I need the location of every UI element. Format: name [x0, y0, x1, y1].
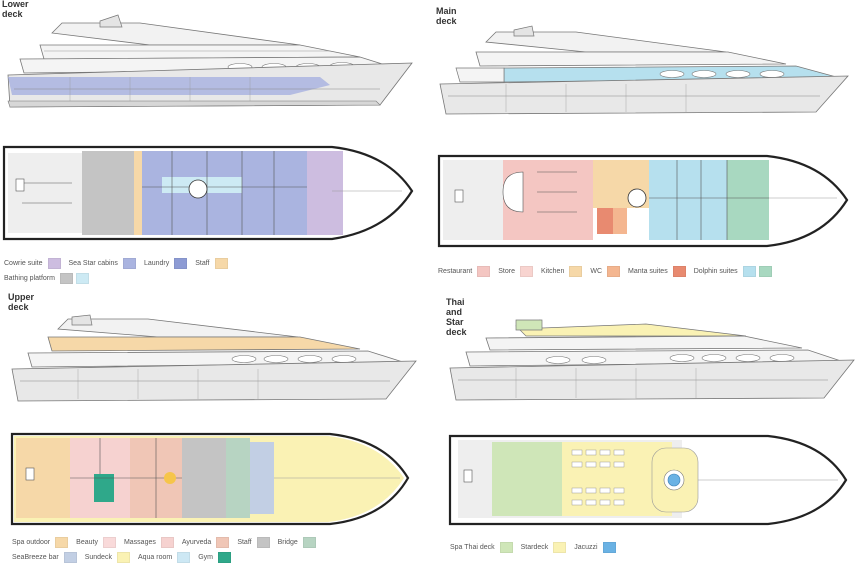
legend-item: SeaBreeze bar — [12, 552, 77, 563]
legend-swatch — [160, 537, 174, 548]
deck-title: Lower deck — [2, 0, 29, 19]
legend-swatch — [63, 552, 77, 563]
legend-swatch — [742, 266, 756, 277]
legend-swatch — [477, 266, 491, 277]
legend-swatch — [75, 273, 89, 284]
legend-swatch — [217, 552, 231, 563]
legend-swatch — [499, 542, 513, 553]
legend-item: Jacuzzi — [574, 542, 616, 553]
deck-title: Thai and Star deck — [446, 297, 467, 337]
legend-swatch — [602, 542, 616, 553]
legend-item: Aqua room — [138, 552, 191, 563]
legend-item: Staff — [237, 537, 270, 548]
legend-item: Massages — [124, 537, 174, 548]
legend-swatch — [672, 266, 686, 277]
ship-side-view — [7, 14, 413, 108]
deck-plan — [10, 432, 410, 526]
legend-item: Kitchen — [541, 266, 583, 277]
legend: Spa Thai deck Stardeck Jacuzzi — [450, 542, 750, 553]
legend-swatch — [553, 542, 567, 553]
legend-item: Bridge — [278, 537, 316, 548]
deck-plan — [2, 145, 414, 241]
legend-swatch — [519, 266, 533, 277]
legend-swatch — [256, 537, 270, 548]
legend: Restaurant Store Kitchen WC Manta suites… — [438, 266, 848, 277]
legend-item: Dolphin suites — [694, 266, 772, 277]
legend-item: Staff — [195, 258, 228, 269]
legend-swatch — [758, 266, 772, 277]
legend-item: Spa outdoor — [12, 537, 69, 548]
legend-item: Beauty — [76, 537, 116, 548]
legend-swatch — [174, 258, 188, 269]
ship-side-view — [439, 25, 849, 115]
legend-swatch — [569, 266, 583, 277]
legend-item: Stardeck — [521, 542, 567, 553]
legend-item: Ayurveda — [182, 537, 230, 548]
legend-item: WC — [590, 266, 621, 277]
ship-side-view — [449, 319, 855, 401]
legend: Spa outdoor Beauty Massages Ayurveda Sta… — [12, 537, 392, 563]
legend-item: Laundry — [144, 258, 188, 269]
ship-side-view — [11, 314, 417, 402]
legend-item: Sea Star cabins — [69, 258, 136, 269]
legend-swatch — [47, 258, 61, 269]
legend: Cowrie suite Sea Star cabins Laundry Sta… — [4, 258, 304, 284]
legend-item: Gym — [198, 552, 231, 563]
legend-swatch — [302, 537, 316, 548]
legend-item: Store — [498, 266, 533, 277]
legend-swatch — [116, 552, 130, 563]
deck-plan — [437, 154, 849, 248]
legend-swatch — [102, 537, 116, 548]
legend-item: Restaurant — [438, 266, 491, 277]
legend-item: Bathing platform — [4, 273, 89, 284]
legend-swatch — [607, 266, 621, 277]
legend-swatch — [216, 537, 230, 548]
legend-item: Spa Thai deck — [450, 542, 513, 553]
legend-item: Cowrie suite — [4, 258, 61, 269]
legend-item: Sundeck — [85, 552, 130, 563]
deck-title: Upper deck — [8, 292, 35, 312]
legend-item: Manta suites — [628, 266, 686, 277]
deck-plan — [448, 434, 848, 526]
legend-swatch — [59, 273, 73, 284]
legend-swatch — [122, 258, 136, 269]
legend-swatch — [55, 537, 69, 548]
legend-swatch — [214, 258, 228, 269]
legend-swatch — [177, 552, 191, 563]
deck-title: Main deck — [436, 6, 457, 26]
